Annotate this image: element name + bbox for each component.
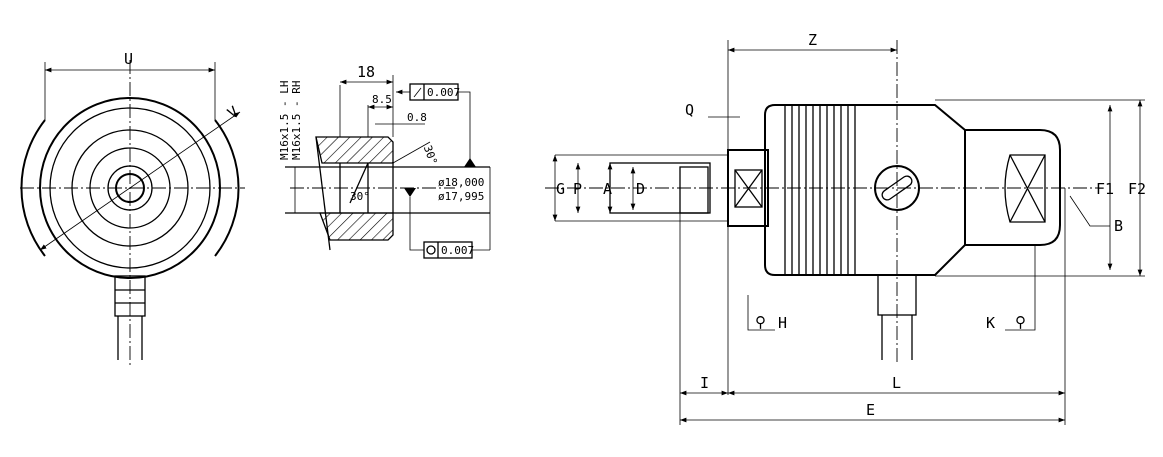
dim-d-label: D bbox=[636, 180, 645, 198]
dim-f2-label: F2 bbox=[1128, 180, 1146, 198]
cooling-fins bbox=[784, 105, 856, 275]
dia-max-label: ø18,000 bbox=[438, 176, 484, 189]
runout-tolerance: 0.007 bbox=[427, 86, 460, 99]
dia-min-label: ø17,995 bbox=[438, 190, 484, 203]
angle-chamfer-label: 30° bbox=[421, 144, 440, 167]
dim-q-label: Q bbox=[685, 101, 694, 119]
dim-g-label: G bbox=[556, 180, 565, 198]
thread-lh-label: M16x1.5 - LH bbox=[278, 81, 291, 160]
dim-8-5-label: 8.5 bbox=[372, 93, 392, 106]
front-view: U V bbox=[20, 50, 245, 365]
dim-p-label: P bbox=[573, 180, 582, 198]
dim-b-label: B bbox=[1114, 217, 1123, 235]
side-view: Z Q G P A D H K I L E F1 F2 B ⚲ ⚲ bbox=[545, 31, 1146, 425]
concentricity-tolerance: 0.007 bbox=[441, 244, 474, 257]
dim-u-label: U bbox=[124, 50, 133, 68]
dim-f1-label: F1 bbox=[1096, 180, 1114, 198]
wrench-icon: ⚲ bbox=[1015, 313, 1026, 331]
angle-cone-label: 30° bbox=[350, 190, 370, 203]
dim-l-label: L bbox=[892, 374, 901, 392]
dim-e-label: E bbox=[866, 401, 875, 419]
dim-0-8-label: 0.8 bbox=[407, 111, 427, 124]
dim-k-label: K bbox=[986, 314, 995, 332]
dim-z-label: Z bbox=[808, 31, 817, 49]
dim-i-label: I bbox=[700, 374, 709, 392]
dim-18-label: 18 bbox=[357, 63, 375, 81]
wrench-icon: ⚲ bbox=[755, 313, 766, 331]
section-detail: 18 8.5 0.8 30° 30° M16x1.5 - LH M16x1.5 … bbox=[278, 63, 491, 259]
dim-h-label: H bbox=[778, 314, 787, 332]
thread-rh-label: M16x1.5 - RH bbox=[290, 81, 303, 160]
dim-a-label: A bbox=[603, 180, 612, 198]
